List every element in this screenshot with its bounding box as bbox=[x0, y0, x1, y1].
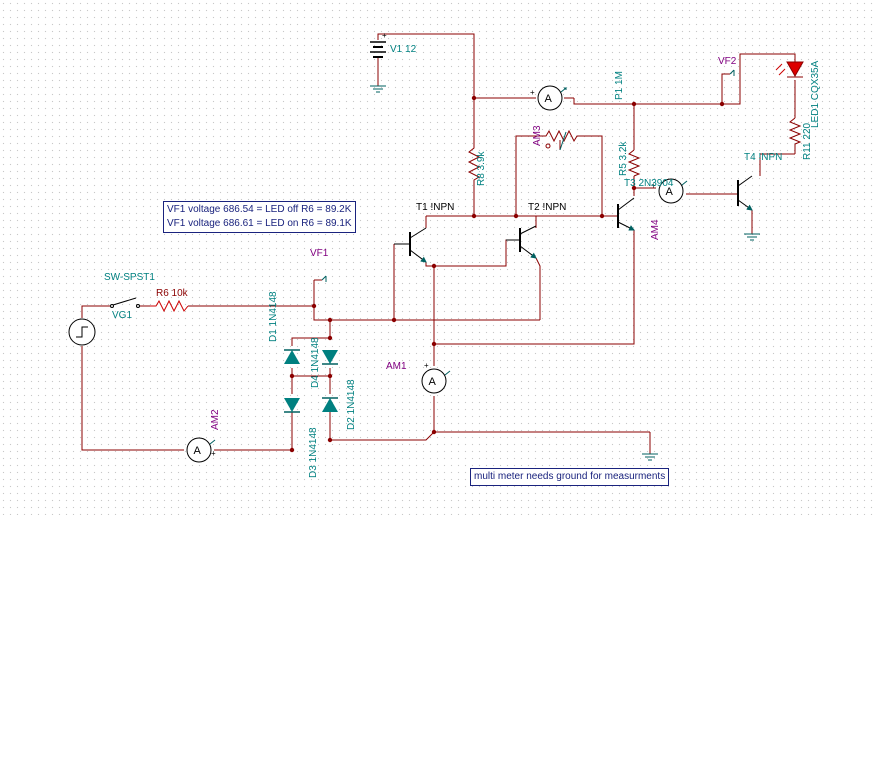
voltage-note-line2: VF1 voltage 686.61 = LED on R6 = 89.1K bbox=[167, 218, 352, 229]
svg-text:A: A bbox=[194, 445, 202, 457]
svg-text:A: A bbox=[429, 376, 437, 388]
voltage-note-line1: VF1 voltage 686.54 = LED off R6 = 89.2K bbox=[167, 204, 352, 215]
label-r6: R6 10k bbox=[156, 288, 189, 299]
signal-source-vg1[interactable] bbox=[68, 318, 96, 346]
wires bbox=[81, 33, 796, 454]
diode-d2[interactable] bbox=[322, 397, 338, 412]
probe-vf1[interactable] bbox=[321, 275, 327, 282]
led-led1[interactable] bbox=[775, 61, 804, 78]
voltage-note-box[interactable]: VF1 voltage 686.54 = LED off R6 = 89.2K … bbox=[163, 201, 356, 233]
label-d1: D1 1N4148 bbox=[268, 291, 279, 342]
transistor-t3[interactable] bbox=[617, 197, 635, 231]
svg-text:+: + bbox=[382, 31, 387, 40]
label-vf1: VF1 bbox=[310, 248, 329, 259]
grid-background bbox=[0, 0, 877, 515]
transistor-t2[interactable] bbox=[506, 225, 537, 259]
label-led1: LED1 CQX35A bbox=[810, 60, 821, 128]
svg-text:+: + bbox=[651, 181, 656, 190]
label-t2: T2 !NPN bbox=[528, 202, 566, 213]
label-vg1: VG1 bbox=[112, 310, 132, 321]
ground-note-text: multi meter needs ground for measurments bbox=[474, 471, 666, 482]
label-r8: R8 3.9k bbox=[476, 151, 487, 186]
ammeter-am1[interactable]: A + bbox=[421, 361, 451, 394]
label-am4: AM4 bbox=[650, 219, 661, 240]
label-am1: AM1 bbox=[386, 361, 407, 372]
transistor-t1[interactable] bbox=[394, 227, 427, 263]
diode-d1[interactable] bbox=[284, 349, 300, 364]
label-r5: R5 3.2k bbox=[618, 141, 629, 176]
label-d3: D3 1N4148 bbox=[308, 427, 319, 478]
label-t4: T4 !NPN bbox=[744, 152, 782, 163]
label-r11: R11 220 bbox=[802, 122, 813, 160]
label-v1: V1 12 bbox=[390, 44, 417, 55]
svg-text:+: + bbox=[424, 361, 429, 370]
junction-dots bbox=[289, 95, 725, 453]
resistor-r5[interactable] bbox=[627, 149, 641, 177]
label-vf2: VF2 bbox=[718, 56, 737, 67]
label-am3: AM3 bbox=[532, 125, 543, 146]
label-p1: P1 1M bbox=[614, 71, 625, 100]
potentiometer-p1[interactable] bbox=[540, 129, 580, 151]
ground-symbol bbox=[370, 85, 760, 461]
diode-d4[interactable] bbox=[322, 350, 338, 365]
diode-d3[interactable] bbox=[284, 398, 300, 413]
label-d2: D2 1N4148 bbox=[346, 379, 357, 430]
transistor-t4[interactable] bbox=[737, 175, 753, 211]
svg-text:A: A bbox=[545, 93, 553, 105]
svg-text:A: A bbox=[666, 186, 674, 198]
probe-vf2[interactable] bbox=[729, 69, 735, 76]
label-am2: AM2 bbox=[210, 409, 221, 430]
svg-text:+: + bbox=[530, 88, 535, 97]
switch-sw-spst1[interactable] bbox=[110, 297, 140, 308]
resistor-r8[interactable] bbox=[467, 140, 481, 184]
label-t1: T1 !NPN bbox=[416, 202, 454, 213]
label-t3: T3 2N3904 bbox=[624, 178, 674, 189]
ammeter-am4[interactable]: A + bbox=[651, 178, 688, 204]
svg-text:+: + bbox=[211, 449, 216, 458]
label-d4: D4 1N4148 bbox=[310, 337, 321, 388]
battery-v1[interactable]: + bbox=[370, 31, 387, 58]
ammeter-top[interactable]: A + bbox=[530, 85, 568, 111]
label-sw: SW-SPST1 bbox=[104, 272, 155, 283]
resistor-r6[interactable] bbox=[150, 299, 189, 313]
resistor-r11[interactable] bbox=[788, 117, 802, 145]
ammeter-am2[interactable]: A + bbox=[186, 437, 216, 463]
ground-note-box[interactable]: multi meter needs ground for measurments bbox=[470, 468, 670, 486]
